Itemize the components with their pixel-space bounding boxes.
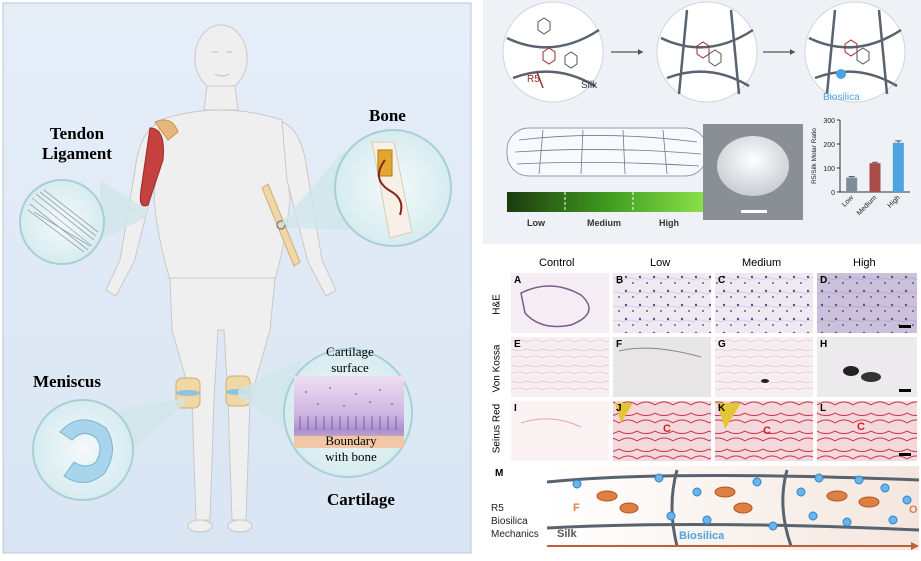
body-diagram: [2, 2, 472, 554]
letter-g: G: [718, 339, 726, 350]
x-tick-label-2: High: [887, 194, 902, 209]
letter-a: A: [514, 275, 522, 286]
face: [212, 51, 232, 77]
boundary-line1: Boundary: [325, 433, 377, 448]
bar-high: [892, 142, 904, 192]
m-silk-label: Silk: [557, 528, 577, 540]
img-j: [613, 401, 711, 461]
m-biosilica-label: Biosilica: [679, 530, 725, 542]
m-f-marker: F: [573, 502, 580, 514]
cartilage-inset: [283, 348, 413, 478]
grad-low: Low: [527, 218, 545, 228]
y-tick-label-2: 200: [823, 142, 835, 149]
img-a: [511, 273, 609, 333]
letter-m: M: [495, 468, 504, 479]
y-tick-label-3: 300: [823, 118, 835, 125]
row-he: H&E: [491, 294, 503, 315]
boundary-line2: with bone: [325, 449, 377, 464]
letter-h: H: [820, 339, 828, 350]
c-marker-k: C: [763, 425, 771, 437]
cartilage-surface-label: Cartilage surface: [318, 344, 382, 376]
grad-high: High: [659, 218, 679, 228]
boundary-label: Boundary with bone: [316, 433, 386, 465]
m-legend-biosilica: Biosilica: [491, 516, 528, 527]
cartilage-surface-line2: surface: [331, 360, 369, 375]
tendon-inset: [19, 179, 105, 265]
letter-k: K: [718, 403, 726, 414]
m-legend-mechanics: Mechanics: [491, 529, 539, 540]
letter-f: F: [616, 339, 623, 350]
silk-label: Silk: [581, 80, 598, 91]
histology-images: [511, 273, 917, 461]
silk-network-2: [656, 1, 758, 103]
letter-b: B: [616, 275, 624, 286]
top-right-panel: R5 Silk Biosilica Low Medium High: [483, 0, 921, 244]
img-e: [511, 337, 609, 397]
panel-m: M R5 Biosilica Mechanics Silk: [487, 466, 921, 556]
biosilica-label: Biosilica: [823, 92, 860, 103]
m-legend-r5: R5: [491, 503, 504, 514]
img-b: [613, 273, 711, 333]
c-marker-j: C: [663, 423, 671, 435]
mechanics-diagram: [547, 466, 919, 550]
x-tick-label-1: Medium: [856, 194, 879, 217]
bone-label: Bone: [369, 106, 406, 125]
row-von-kossa: Von Kossa: [491, 344, 503, 393]
muscle-shape: [139, 127, 164, 207]
img-i: [511, 401, 609, 461]
grad-medium: Medium: [587, 218, 622, 228]
tendon-ligament-label: Tendon Ligament: [42, 124, 112, 164]
bone-inset: [334, 129, 452, 247]
y-tick-label-1: 100: [823, 166, 835, 173]
letter-j: J: [616, 403, 622, 414]
letter-c: C: [718, 275, 726, 286]
silk-network-1: [502, 1, 604, 103]
bar-low: [846, 177, 858, 192]
col-high: High: [853, 257, 876, 269]
tendon-label: Tendon: [49, 124, 105, 143]
bar-medium: [869, 163, 881, 192]
letter-e: E: [514, 339, 521, 350]
letter-i: I: [514, 403, 517, 414]
left-panel: Tendon Ligament Bone Meniscus Cartilage …: [2, 2, 472, 554]
r5-label: R5: [527, 74, 540, 85]
letter-d: D: [820, 275, 828, 286]
x-tick-label-0: Low: [841, 194, 856, 209]
img-h: [817, 337, 917, 397]
y-tick-label-0: 0: [831, 190, 835, 197]
meniscus-label: Meniscus: [33, 372, 101, 391]
forearm-bone: [261, 183, 301, 267]
schematic-svg: [483, 0, 921, 244]
meniscus-inset: [32, 399, 134, 501]
gradient-bar: [507, 192, 707, 212]
img-c: [715, 273, 813, 333]
c-marker-l: C: [857, 421, 865, 433]
img-f: [613, 337, 711, 397]
cartilage-label: Cartilage: [327, 490, 395, 509]
img-g: [715, 337, 813, 397]
img-l: [817, 401, 917, 461]
col-low: Low: [650, 257, 671, 269]
col-control: Control: [539, 257, 575, 269]
fiber-scaffold: [506, 127, 708, 177]
img-d: [817, 273, 917, 333]
letter-l: L: [820, 403, 827, 414]
m-o-marker: O: [909, 504, 918, 516]
cartilage-surface-line1: Cartilage: [326, 344, 374, 359]
y-axis-label: R5/Silk Molar Ratio: [811, 128, 818, 184]
m-legend: R5 Biosilica Mechanics: [491, 502, 539, 541]
ligament-label: Ligament: [42, 144, 112, 163]
histology-panel: Control Low Medium High H&E Von Kossa Se…: [487, 255, 921, 465]
col-medium: Medium: [742, 257, 782, 269]
silk-network-3: [804, 1, 906, 103]
row-seirus-red: Seirus Red: [491, 403, 503, 454]
scaffold-photo: [703, 124, 803, 220]
